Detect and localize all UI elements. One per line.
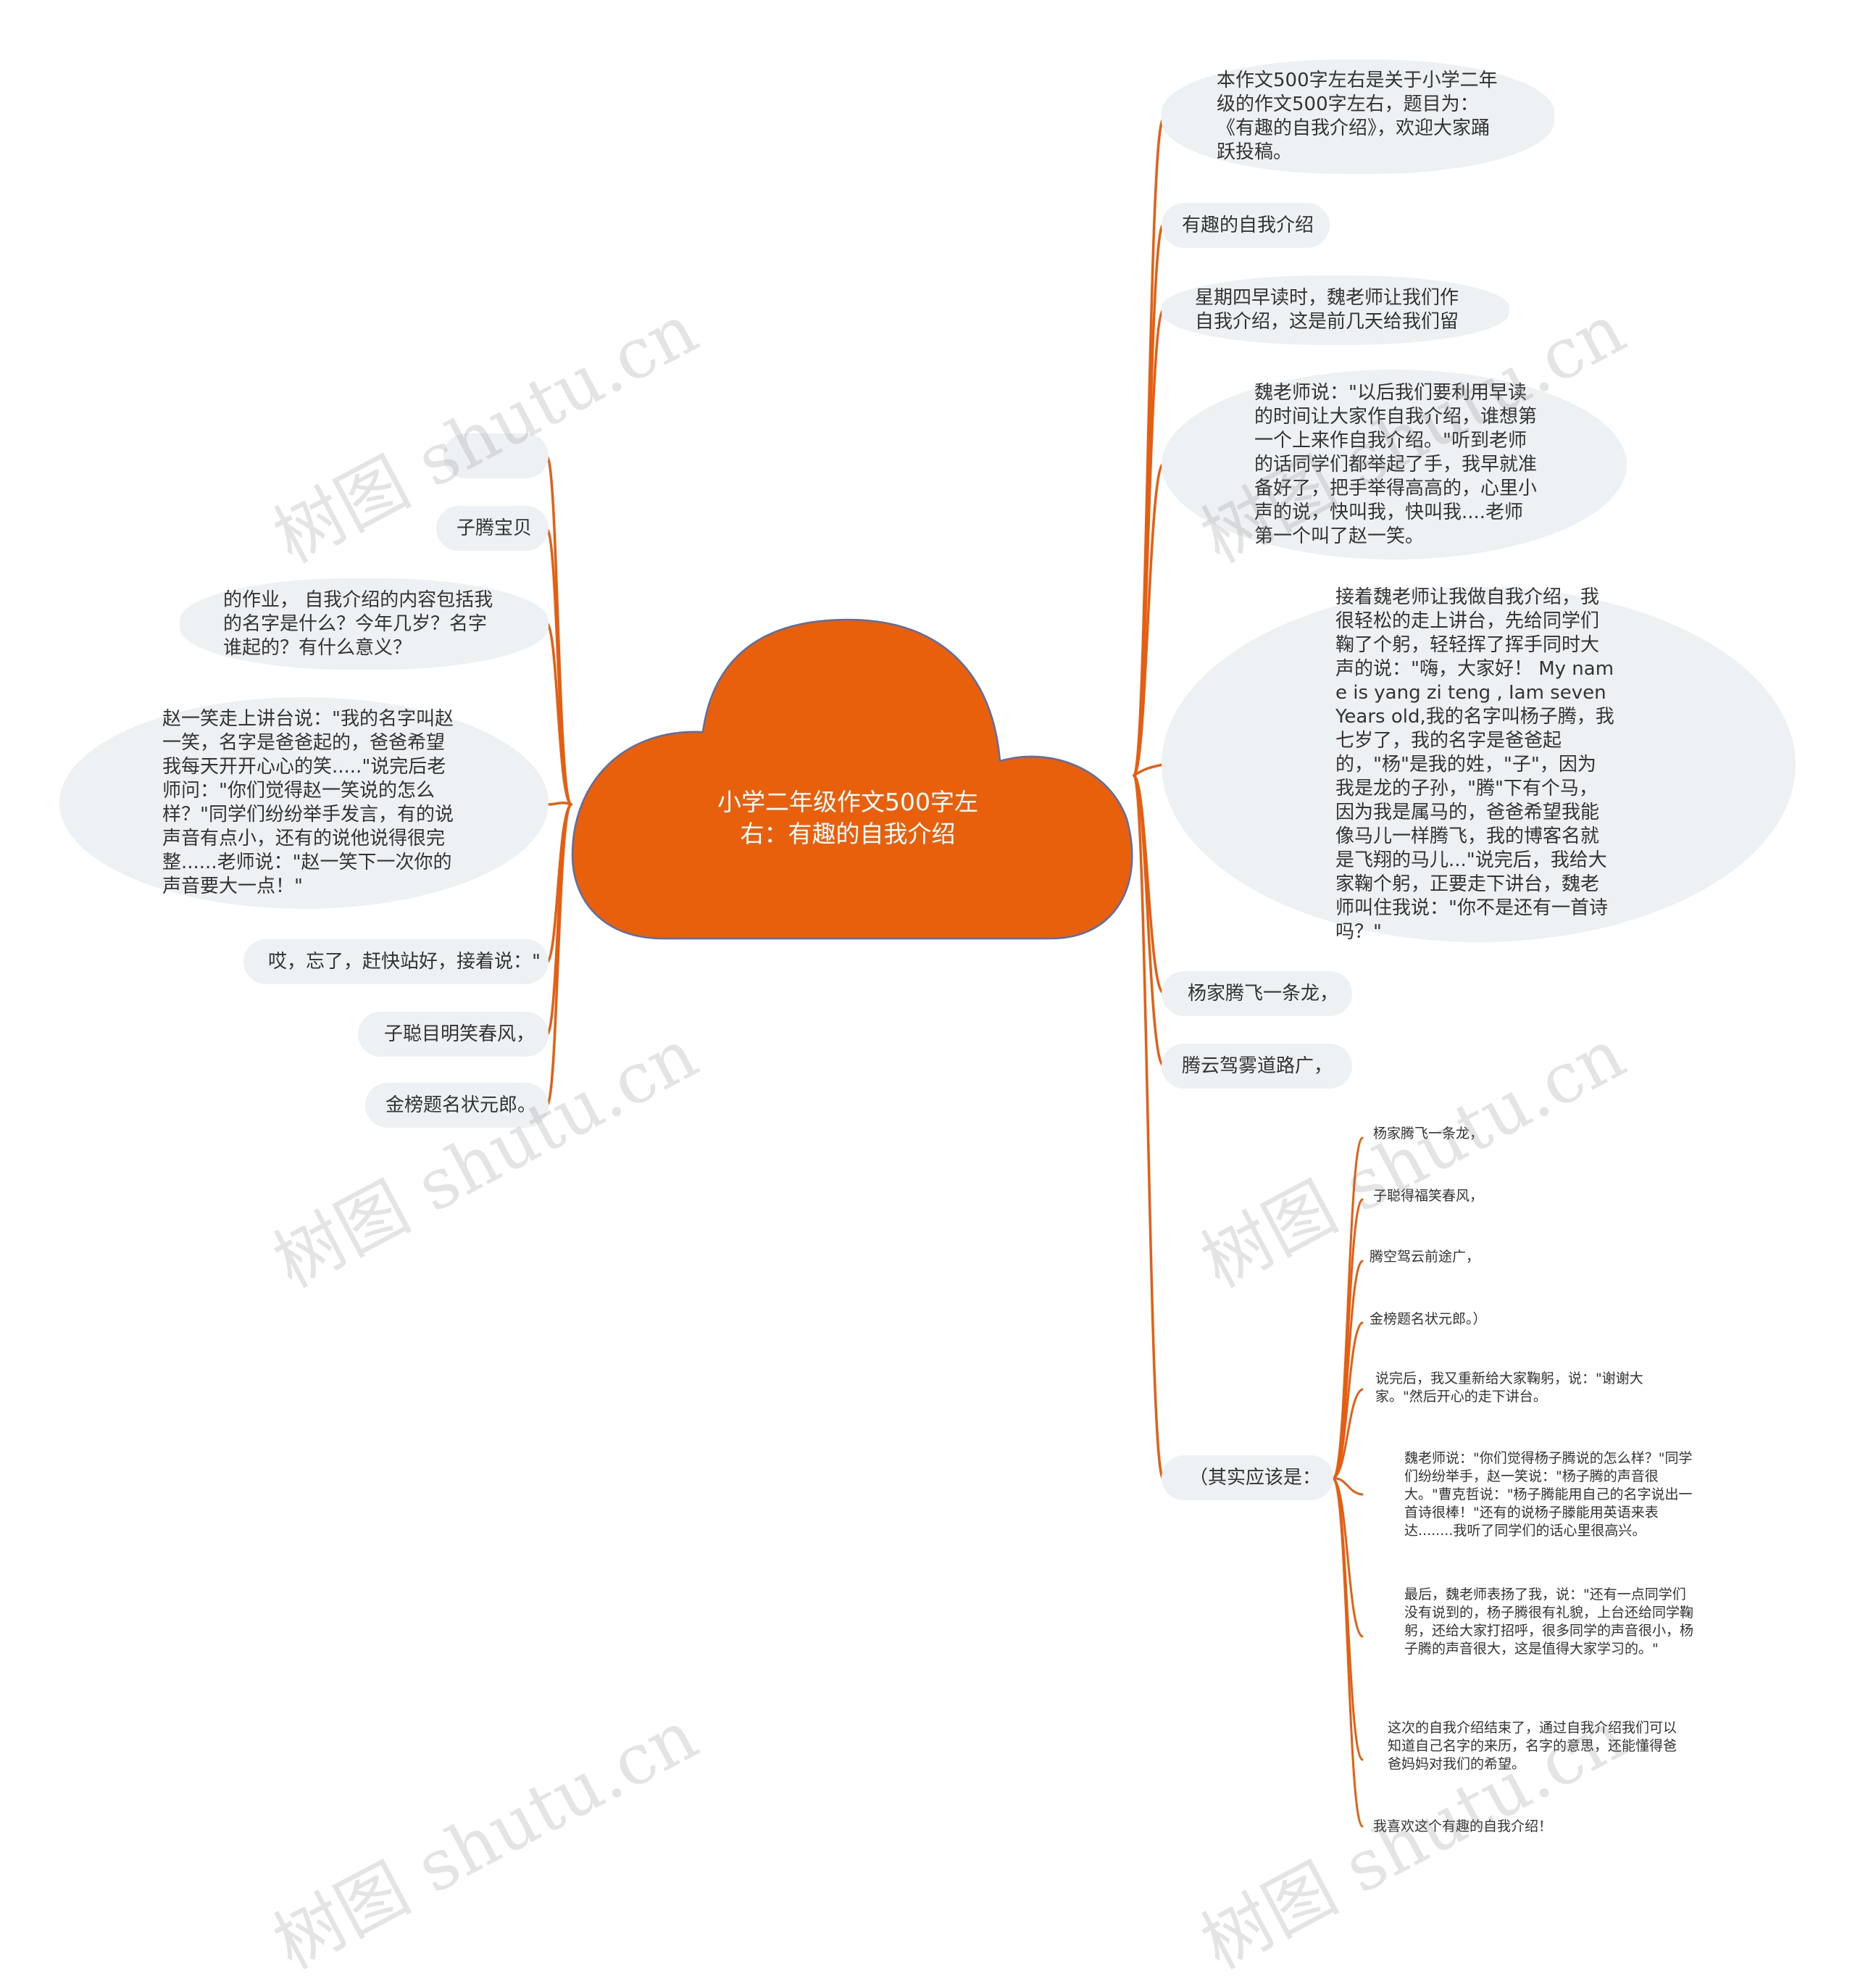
sub-node-teacher-praise[interactable]: 最后，魏老师表扬了我，说："还有一点同学们没有说到的，杨子腾很有礼貌，上台还给同…	[1404, 1586, 1694, 1657]
left-node-4-label: 哎，忘了，赶快站好，接着说："	[268, 950, 541, 973]
right-node-my-intro[interactable]: 接着魏老师让我做自我介绍，我很轻松的走上讲台，先给同学们鞠了个躬，轻轻挥了挥手同…	[1162, 586, 1796, 943]
link-sub-5	[1332, 1477, 1364, 1496]
sub-node-like[interactable]: 我喜欢这个有趣的自我介绍！	[1373, 1818, 1553, 1834]
right-node-5-label: 杨家腾飞一条龙，	[1188, 982, 1339, 1005]
right-node-2-label: 星期四早读时，魏老师让我们作自我介绍，这是前几天给我们留	[1195, 287, 1459, 333]
right-node-6-label: 腾云驾雾道路广，	[1182, 1055, 1333, 1077]
left-node-empty[interactable]	[443, 433, 549, 478]
left-node-poem-line-2[interactable]: 子聪目明笑春风，	[358, 1012, 549, 1057]
left-node-zhaoyixiao[interactable]: 赵一笑走上讲台说："我的名字叫赵一笑，名字是爸爸起的，爸爸希望我每天开开心心的笑…	[59, 697, 549, 909]
left-node-5-label: 子聪目明笑春风，	[384, 1023, 535, 1045]
left-node-zitengbaobei[interactable]: 子腾宝贝	[436, 506, 549, 551]
sub-node-classmates-comment[interactable]: 魏老师说："你们觉得杨子腾说的怎么样？"同学们纷纷举手，赵一笑说："杨子腾的声音…	[1404, 1450, 1693, 1539]
sub-node-poem-2[interactable]: 子聪得福笑春风，	[1373, 1188, 1484, 1204]
link-right-6	[1133, 774, 1164, 1067]
sub-node-poem-1[interactable]: 杨家腾飞一条龙，	[1373, 1126, 1484, 1141]
sub-node-conclusion[interactable]: 这次的自我介绍结束了，通过自我介绍我们可以知道自己名字的来历，名字的意思，还能懂…	[1388, 1720, 1677, 1772]
right-node-1-label: 有趣的自我介绍	[1182, 214, 1314, 236]
link-left-2	[546, 622, 572, 806]
right-node-3-label: 魏老师说："以后我们要利用早读的时间让大家作自我介绍，谁想第一个上来作自我介绍。…	[1254, 381, 1538, 547]
left-node-1-label: 子腾宝贝	[457, 517, 533, 539]
right-node-poem-line-1[interactable]: 杨家腾飞一条龙，	[1162, 971, 1352, 1016]
root-cloud-shape	[571, 618, 1133, 940]
right-node-title[interactable]: 有趣的自我介绍	[1162, 203, 1330, 248]
link-right-3	[1133, 462, 1164, 777]
link-sub-6	[1332, 1477, 1364, 1638]
right-node-0-label: 本作文500字左右是关于小学二年级的作文500字左右，题目为：《有趣的自我介绍》…	[1217, 70, 1498, 163]
left-node-2-label: 的作业， 自我介绍的内容包括我的名字是什么？今年几岁？名字谁起的？有什么意义？	[223, 589, 493, 659]
sub-node-poem-4[interactable]: 金榜题名状元郎。）	[1370, 1311, 1487, 1327]
link-sub-8	[1332, 1477, 1364, 1828]
link-sub-3	[1332, 1321, 1364, 1480]
sub-node-thanks[interactable]: 说完后，我又重新给大家鞠躬，说："谢谢大家。"然后开心的走下讲台。	[1375, 1371, 1643, 1405]
left-node-homework[interactable]: 的作业， 自我介绍的内容包括我的名字是什么？今年几岁？名字谁起的？有什么意义？	[180, 578, 549, 670]
right-node-poem-line-3[interactable]: 腾云驾雾道路广，	[1162, 1044, 1352, 1089]
link-sub-4	[1332, 1388, 1364, 1480]
root-title[interactable]: 小学二年级作文500字左右：有趣的自我介绍	[717, 788, 978, 848]
link-left-3	[546, 802, 572, 806]
left-node-6-label: 金榜题名状元郎。	[385, 1094, 537, 1116]
cloud-body	[571, 618, 1133, 940]
right-node-4-label: 接着魏老师让我做自我介绍，我很轻松的走上讲台，先给同学们鞠了个躬，轻轻挥了挥手同…	[1335, 586, 1614, 943]
left-node-forgot[interactable]: 哎，忘了，赶快站好，接着说："	[243, 939, 549, 984]
connector-lines	[546, 118, 1364, 1828]
link-right-7	[1133, 774, 1164, 1480]
right-node-7-label: （其实应该是：	[1189, 1466, 1322, 1489]
right-node-teacher-wei[interactable]: 魏老师说："以后我们要利用早读的时间让大家作自我介绍，谁想第一个上来作自我介绍。…	[1162, 370, 1627, 560]
right-node-thursday[interactable]: 星期四早读时，魏老师让我们作自我介绍，这是前几天给我们留	[1162, 275, 1509, 345]
link-left-6	[546, 803, 572, 1107]
left-node-poem-line-4[interactable]: 金榜题名状元郎。	[365, 1083, 549, 1128]
right-node-intro[interactable]: 本作文500字左右是关于小学二年级的作文500字左右，题目为：《有趣的自我介绍》…	[1162, 59, 1554, 174]
right-node-actually[interactable]: （其实应该是：	[1162, 1455, 1333, 1500]
link-right-4	[1133, 763, 1164, 777]
left-node-3-label: 赵一笑走上讲台说："我的名字叫赵一笑，名字是爸爸起的，爸爸希望我每天开开心心的笑…	[162, 708, 454, 897]
sub-node-poem-3[interactable]: 腾空驾云前途广，	[1370, 1249, 1480, 1265]
